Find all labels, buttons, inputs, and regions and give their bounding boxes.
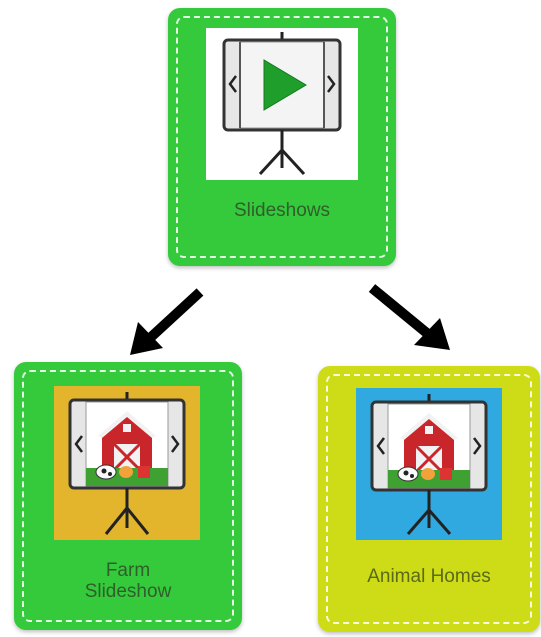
farm-slideshow-label-line1: Farm <box>105 560 151 581</box>
farm-slideshow-label: Farm Slideshow <box>14 560 242 602</box>
slideshows-label: Slideshows <box>233 200 331 221</box>
animal-homes-label: Animal Homes <box>367 566 491 587</box>
presentation-play-icon <box>206 28 358 180</box>
arrow-right-icon <box>368 284 450 350</box>
arrow-left-icon <box>130 288 204 355</box>
animal-homes-tile[interactable]: Animal Homes <box>318 366 540 632</box>
farm-slideshow-tile[interactable]: Farm Slideshow <box>14 362 242 630</box>
barn-slideshow-icon <box>356 388 502 540</box>
farm-slideshow-label-line2: Slideshow <box>84 581 172 602</box>
barn-slideshow-icon <box>54 386 200 540</box>
slideshows-tile[interactable]: Slideshows <box>168 8 396 266</box>
